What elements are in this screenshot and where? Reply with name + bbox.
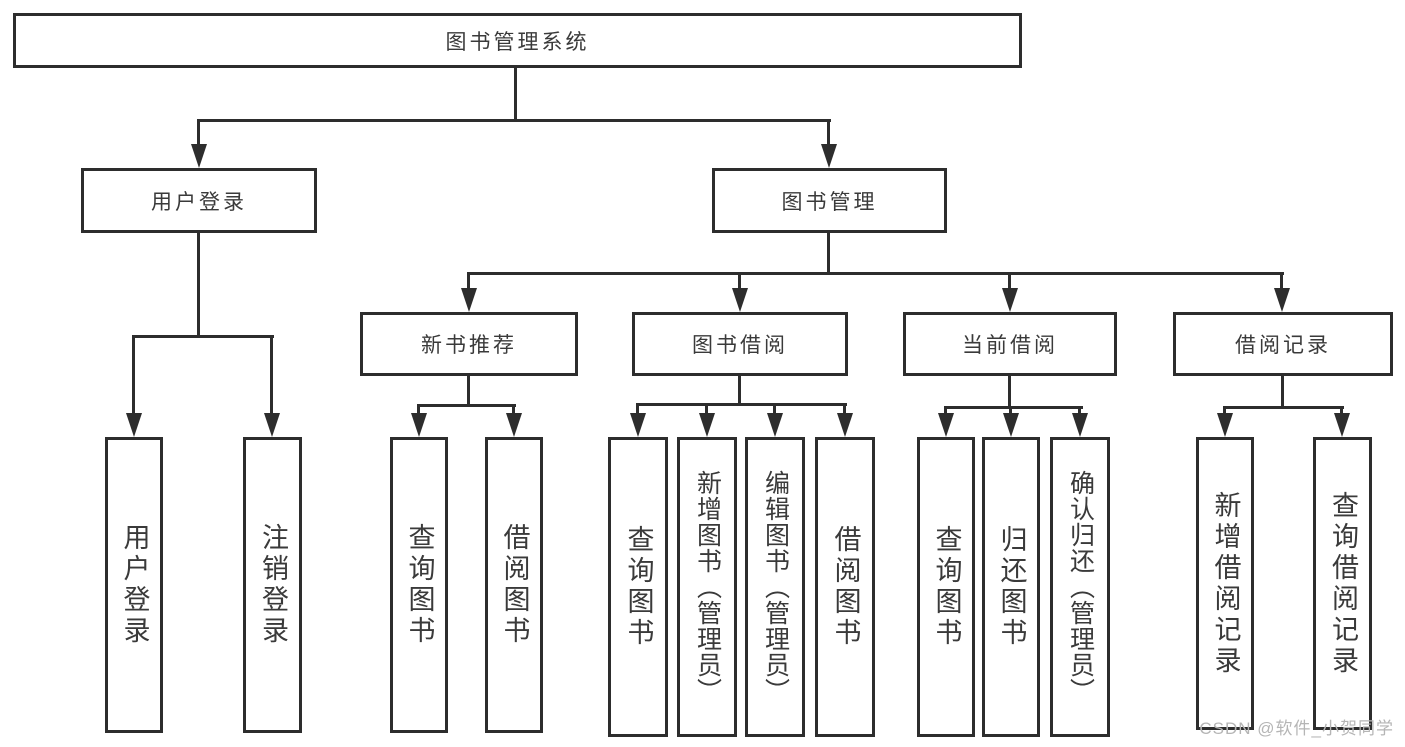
- connector-line: [132, 335, 135, 415]
- node-current-borrow: 当前借阅: [903, 312, 1117, 376]
- watermark: CSDN @软件_小贺同学: [1199, 719, 1394, 738]
- node-book-management: 图书管理: [712, 168, 947, 233]
- connector-line: [1281, 376, 1284, 408]
- connector-line: [738, 376, 741, 405]
- leaf-label: 查询图书: [404, 523, 435, 647]
- leaf-label: 编辑图书（管理员）: [761, 470, 790, 704]
- connector-line: [132, 335, 274, 338]
- node-label: 用户登录: [151, 190, 247, 214]
- arrowhead-down-icon: [461, 288, 477, 312]
- leaf-label: 查询图书: [931, 525, 962, 649]
- connector-line: [827, 233, 830, 274]
- arrowhead-down-icon: [1217, 413, 1233, 437]
- leaf-logout: 注销登录: [243, 437, 302, 733]
- arrowhead-down-icon: [506, 413, 522, 437]
- connector-line: [843, 403, 846, 416]
- connector-line: [1280, 272, 1283, 290]
- connector-line: [1223, 406, 1344, 409]
- node-user-login: 用户登录: [81, 168, 317, 233]
- arrowhead-down-icon: [938, 413, 954, 437]
- leaf-label: 新增借阅记录: [1210, 490, 1241, 677]
- arrowhead-down-icon: [411, 413, 427, 437]
- connector-line: [1008, 376, 1011, 408]
- arrowhead-down-icon: [732, 288, 748, 312]
- connector-line: [512, 404, 515, 416]
- leaf-bb-borrow-books: 借阅图书: [815, 437, 875, 737]
- arrowhead-down-icon: [264, 413, 280, 437]
- connector-line: [197, 119, 831, 122]
- arrowhead-down-icon: [126, 413, 142, 437]
- connector-line: [417, 404, 420, 416]
- node-label: 图书借阅: [692, 334, 788, 357]
- connector-line: [197, 119, 200, 147]
- leaf-nb-borrow-books: 借阅图书: [485, 437, 543, 733]
- connector-line: [270, 335, 273, 415]
- leaf-bb-query-books: 查询图书: [608, 437, 668, 737]
- node-new-book-recommend: 新书推荐: [360, 312, 578, 376]
- arrowhead-down-icon: [1002, 288, 1018, 312]
- leaf-user-login: 用户登录: [105, 437, 163, 733]
- leaf-bb-add-books-admin: 新增图书（管理员）: [677, 437, 737, 737]
- node-label: 图书管理: [781, 190, 878, 214]
- connector-line: [1223, 406, 1226, 416]
- connector-line: [467, 272, 1284, 275]
- leaf-label: 借阅图书: [830, 525, 861, 649]
- leaf-label: 借阅图书: [499, 523, 530, 647]
- leaf-cb-return-books: 归还图书: [982, 437, 1040, 737]
- connector-line: [197, 233, 200, 337]
- leaf-cb-query-books: 查询图书: [917, 437, 975, 737]
- leaf-label: 确认归还（管理员）: [1066, 470, 1095, 704]
- leaf-br-query-record: 查询借阅记录: [1313, 437, 1372, 730]
- node-borrow-records: 借阅记录: [1173, 312, 1393, 376]
- node-label: 当前借阅: [962, 334, 1058, 357]
- arrowhead-down-icon: [1274, 288, 1290, 312]
- arrowhead-down-icon: [767, 413, 783, 437]
- connector-line: [1340, 406, 1343, 416]
- node-label: 图书管理系统: [445, 30, 590, 54]
- leaf-nb-query-books: 查询图书: [390, 437, 448, 733]
- connector-line: [514, 68, 517, 121]
- connector-line: [636, 403, 847, 406]
- node-book-borrow: 图书借阅: [632, 312, 848, 376]
- leaf-label: 用户登录: [119, 523, 150, 647]
- connector-line: [417, 404, 516, 407]
- arrowhead-down-icon: [191, 144, 207, 168]
- arrowhead-down-icon: [630, 413, 646, 437]
- leaf-bb-edit-books-admin: 编辑图书（管理员）: [745, 437, 805, 737]
- node-label: 新书推荐: [421, 334, 517, 357]
- leaf-br-add-record: 新增借阅记录: [1196, 437, 1254, 730]
- leaf-label: 注销登录: [258, 523, 288, 647]
- connector-line: [944, 406, 947, 416]
- connector-line: [738, 272, 741, 290]
- connector-line: [1078, 406, 1081, 416]
- connector-line: [636, 403, 639, 416]
- arrowhead-down-icon: [1334, 413, 1350, 437]
- node-root: 图书管理系统: [13, 13, 1022, 68]
- arrowhead-down-icon: [1072, 413, 1088, 437]
- connector-line: [944, 406, 1083, 409]
- connector-line: [467, 272, 470, 290]
- connector-line: [1008, 272, 1011, 290]
- connector-line: [705, 403, 708, 416]
- leaf-label: 新增图书（管理员）: [693, 470, 722, 704]
- leaf-label: 查询借阅记录: [1328, 490, 1358, 677]
- connector-line: [467, 376, 470, 406]
- leaf-label: 归还图书: [996, 525, 1027, 649]
- arrowhead-down-icon: [1003, 413, 1019, 437]
- arrowhead-down-icon: [699, 413, 715, 437]
- arrowhead-down-icon: [821, 144, 837, 168]
- leaf-label: 查询图书: [623, 525, 654, 649]
- arrowhead-down-icon: [837, 413, 853, 437]
- leaf-cb-confirm-return-admin: 确认归还（管理员）: [1050, 437, 1110, 737]
- connector-line: [1009, 406, 1012, 416]
- connector-line: [773, 403, 776, 416]
- connector-line: [827, 119, 830, 147]
- node-label: 借阅记录: [1235, 334, 1331, 357]
